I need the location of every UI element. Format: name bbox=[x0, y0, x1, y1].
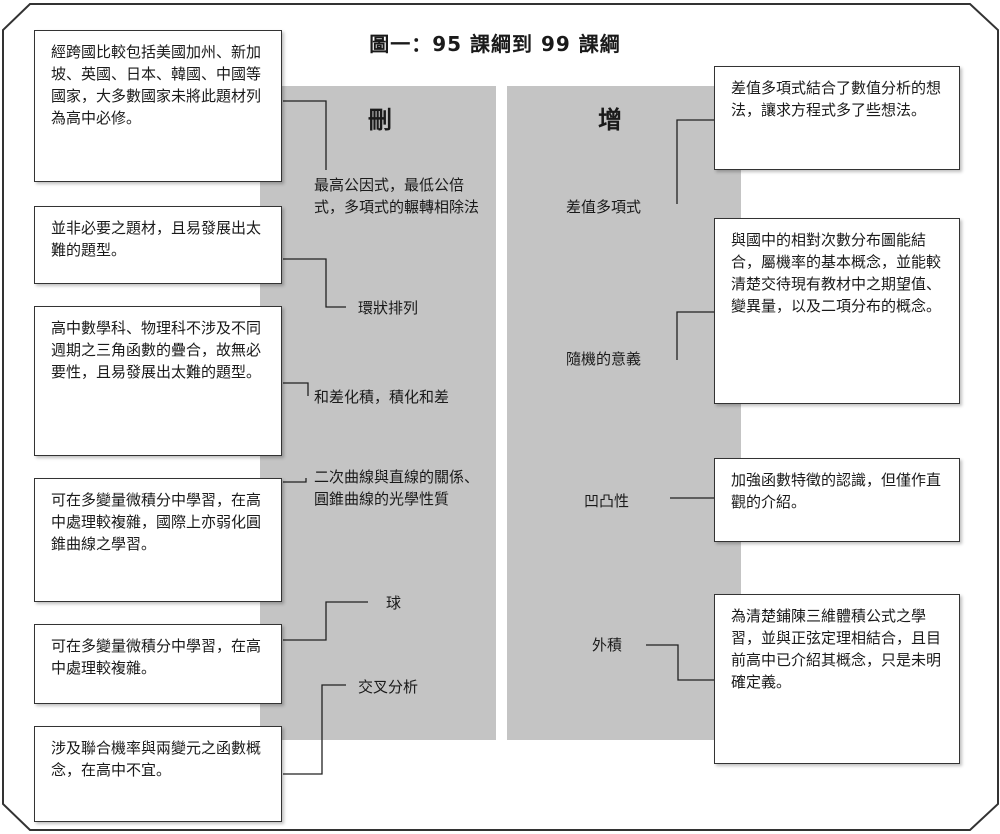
add-note-cross-product: 為清楚鋪陳三維體積公式之學習，並與正弦定理相結合，且目前高中已介紹其概念，只是未… bbox=[714, 594, 960, 764]
add-note-convexity: 加強函數特徵的認識，但僅作直觀的介紹。 bbox=[714, 458, 960, 542]
add-note-interpolation-polynomial: 差值多項式結合了數值分析的想法，讓求方程式多了些想法。 bbox=[714, 66, 960, 170]
delete-column-panel bbox=[260, 86, 496, 740]
delete-item-gcd-lcm: 最高公因式，最低公倍式，多項式的輾轉相除法 bbox=[314, 176, 480, 216]
delete-item-sum-product: 和差化積，積化和差 bbox=[314, 388, 450, 406]
delete-item-circular-permutation: 環狀排列 bbox=[358, 299, 419, 317]
connector-line bbox=[283, 601, 368, 641]
delete-note-gcd-lcm: 經跨國比較包括美國加州、新加坡、英國、日本、韓國、中國等國家，大多數國家未將此題… bbox=[34, 30, 282, 182]
add-item-interpolation-polynomial: 差值多項式 bbox=[566, 198, 642, 216]
connector-line bbox=[283, 684, 346, 775]
connector-line bbox=[646, 644, 714, 681]
add-note-randomness: 與國中的相對次數分布圖能結合，屬機率的基本概念，並能較清楚交待現有教材中之期望值… bbox=[714, 218, 960, 404]
connector-line bbox=[283, 258, 346, 308]
delete-item-conic-lines: 二次曲線與直線的關係、圓錐曲線的光學性質 bbox=[314, 468, 480, 508]
delete-column-heading: 刪 bbox=[368, 106, 392, 134]
delete-item-cross-analysis: 交叉分析 bbox=[358, 678, 419, 696]
connector-line bbox=[283, 478, 307, 483]
delete-note-sum-product: 高中數學科、物理科不涉及不同週期之三角函數的疊合，故無必要性，且易發展出太難的題… bbox=[34, 306, 282, 456]
delete-item-sphere: 球 bbox=[386, 594, 402, 612]
delete-note-conic-lines: 可在多變量微積分中學習，在高中處理較複雜，國際上亦弱化圓錐曲線之學習。 bbox=[34, 478, 282, 602]
connector-line bbox=[283, 100, 327, 170]
delete-note-sphere: 可在多變量微積分中學習，在高中處理較複雜。 bbox=[34, 624, 282, 704]
delete-note-circular-permutation: 並非必要之題材，且易發展出太難的題型。 bbox=[34, 206, 282, 284]
connector-line bbox=[676, 119, 714, 204]
add-item-randomness: 隨機的意義 bbox=[566, 350, 642, 368]
add-column-panel bbox=[507, 86, 741, 740]
connector-line bbox=[283, 382, 309, 396]
add-column-heading: 增 bbox=[598, 106, 622, 134]
add-item-cross-product: 外積 bbox=[592, 636, 623, 654]
connector-line bbox=[676, 311, 714, 360]
figure-title: 圖一：95 課綱到 99 課綱 bbox=[369, 32, 621, 56]
delete-note-cross-analysis: 涉及聯合機率與兩變元之函數概念，在高中不宜。 bbox=[34, 726, 282, 822]
add-item-convexity: 凹凸性 bbox=[584, 492, 630, 510]
